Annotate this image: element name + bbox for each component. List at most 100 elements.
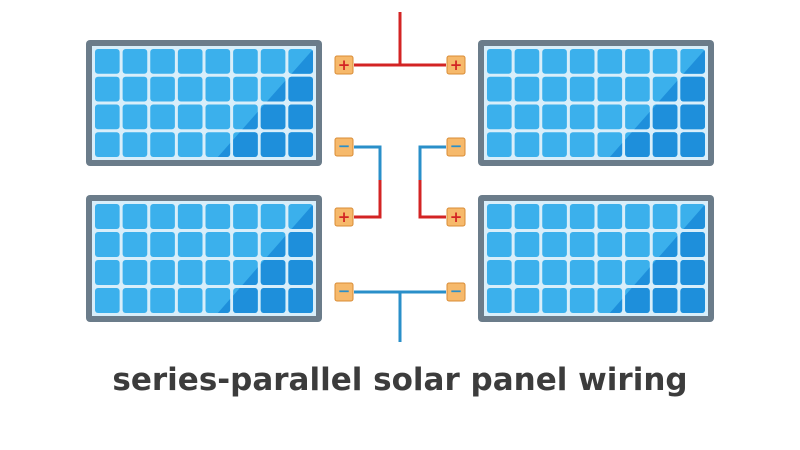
panel-cell <box>150 132 175 157</box>
panel-cell <box>569 49 595 74</box>
panel-cell <box>95 260 120 285</box>
panel-cell <box>514 204 540 229</box>
panel-cell <box>177 232 203 257</box>
panel-cell <box>233 232 258 257</box>
panel-cell <box>122 104 148 130</box>
panel-cell <box>625 76 650 102</box>
panel-cell <box>652 204 678 229</box>
panel-cell-shaded <box>680 232 705 257</box>
panel-cell-shaded <box>288 260 313 285</box>
panel-cell-shaded <box>680 76 705 102</box>
panel-cell-shaded <box>288 232 313 257</box>
panel-cell <box>597 49 623 74</box>
panel-cell <box>597 104 623 130</box>
solar-panel-bottom-right <box>478 195 714 322</box>
panel-cell <box>569 132 595 157</box>
panel-cell-shaded <box>680 104 705 130</box>
panel-cell <box>597 204 623 229</box>
panel-cell-shaded <box>288 104 313 130</box>
panel-cell-shaded <box>260 260 286 285</box>
panel-cell <box>233 76 258 102</box>
positive-terminal-symbol: + <box>338 208 351 226</box>
panel-cell <box>542 104 567 130</box>
panel-cell <box>597 232 623 257</box>
series-wire-right-positive <box>418 180 446 219</box>
panel-cell <box>569 104 595 130</box>
panel-cell-shaded <box>260 104 286 130</box>
panel-cell <box>514 232 540 257</box>
panel-cell <box>514 288 540 313</box>
panel-cell <box>205 104 231 130</box>
panel-cell <box>205 76 231 102</box>
panel-cell <box>625 49 650 74</box>
terminal-box <box>446 55 466 75</box>
panel-cell <box>95 288 120 313</box>
terminal-box <box>334 137 354 157</box>
panel-cell <box>514 132 540 157</box>
panel-cell <box>205 260 231 285</box>
panel-cell <box>177 104 203 130</box>
panel-cell <box>95 204 120 229</box>
panel-cell-shaded <box>680 288 705 313</box>
terminal-negative-top-right: − <box>446 137 466 157</box>
panel-cell <box>95 104 120 130</box>
negative-terminal-symbol: − <box>450 282 463 300</box>
panel-cell <box>95 132 120 157</box>
panel-cell <box>542 49 567 74</box>
series-wire-right <box>418 145 446 180</box>
panel-cell-shaded <box>260 288 286 313</box>
panel-cell <box>652 49 678 74</box>
panel-cell <box>177 132 203 157</box>
terminal-box <box>446 207 466 227</box>
panel-cell <box>542 132 567 157</box>
panel-cell-shaded <box>625 288 650 313</box>
terminal-box <box>334 207 354 227</box>
solar-panel-top-left <box>86 40 322 166</box>
panel-cell <box>150 232 175 257</box>
panel-cell-shaded <box>652 288 678 313</box>
panel-cell <box>569 204 595 229</box>
panel-cell <box>542 288 567 313</box>
panel-cell-shaded <box>652 260 678 285</box>
panel-cell <box>150 204 175 229</box>
panel-cell <box>260 204 286 229</box>
terminal-negative-top-left: − <box>334 137 354 157</box>
panel-cell <box>233 204 258 229</box>
panel-cell <box>150 76 175 102</box>
positive-terminal-symbol: + <box>450 56 463 74</box>
panel-cell <box>122 49 148 74</box>
series-wire-left <box>354 145 382 180</box>
panel-cell <box>487 49 512 74</box>
terminal-positive-bottom-right: + <box>446 207 466 227</box>
panel-cell-shaded <box>288 132 313 157</box>
panel-cell <box>95 232 120 257</box>
negative-wire-bottom <box>354 290 446 342</box>
wires <box>354 12 446 342</box>
terminal-box <box>334 55 354 75</box>
panel-cell <box>487 104 512 130</box>
panel-cell <box>150 288 175 313</box>
panel-cell <box>514 260 540 285</box>
panel-cell-shaded <box>680 132 705 157</box>
panel-cell <box>597 260 623 285</box>
panel-cell <box>150 104 175 130</box>
negative-terminal-symbol: − <box>338 137 351 155</box>
panel-cell-shaded <box>652 104 678 130</box>
terminal-negative-bottom-left: − <box>334 282 354 302</box>
panel-cell <box>122 288 148 313</box>
terminal-box <box>446 282 466 302</box>
positive-terminal-symbol: + <box>338 56 351 74</box>
panel-cell <box>122 260 148 285</box>
panel-cell <box>177 204 203 229</box>
panel-cell <box>487 288 512 313</box>
panel-cell <box>177 49 203 74</box>
panel-cell <box>487 232 512 257</box>
panel-cell <box>205 232 231 257</box>
panel-cell <box>569 288 595 313</box>
panel-cell-shaded <box>652 132 678 157</box>
panel-cell-shaded <box>233 132 258 157</box>
positive-wire-top <box>354 12 446 67</box>
panel-cell <box>487 260 512 285</box>
panel-cell <box>487 132 512 157</box>
